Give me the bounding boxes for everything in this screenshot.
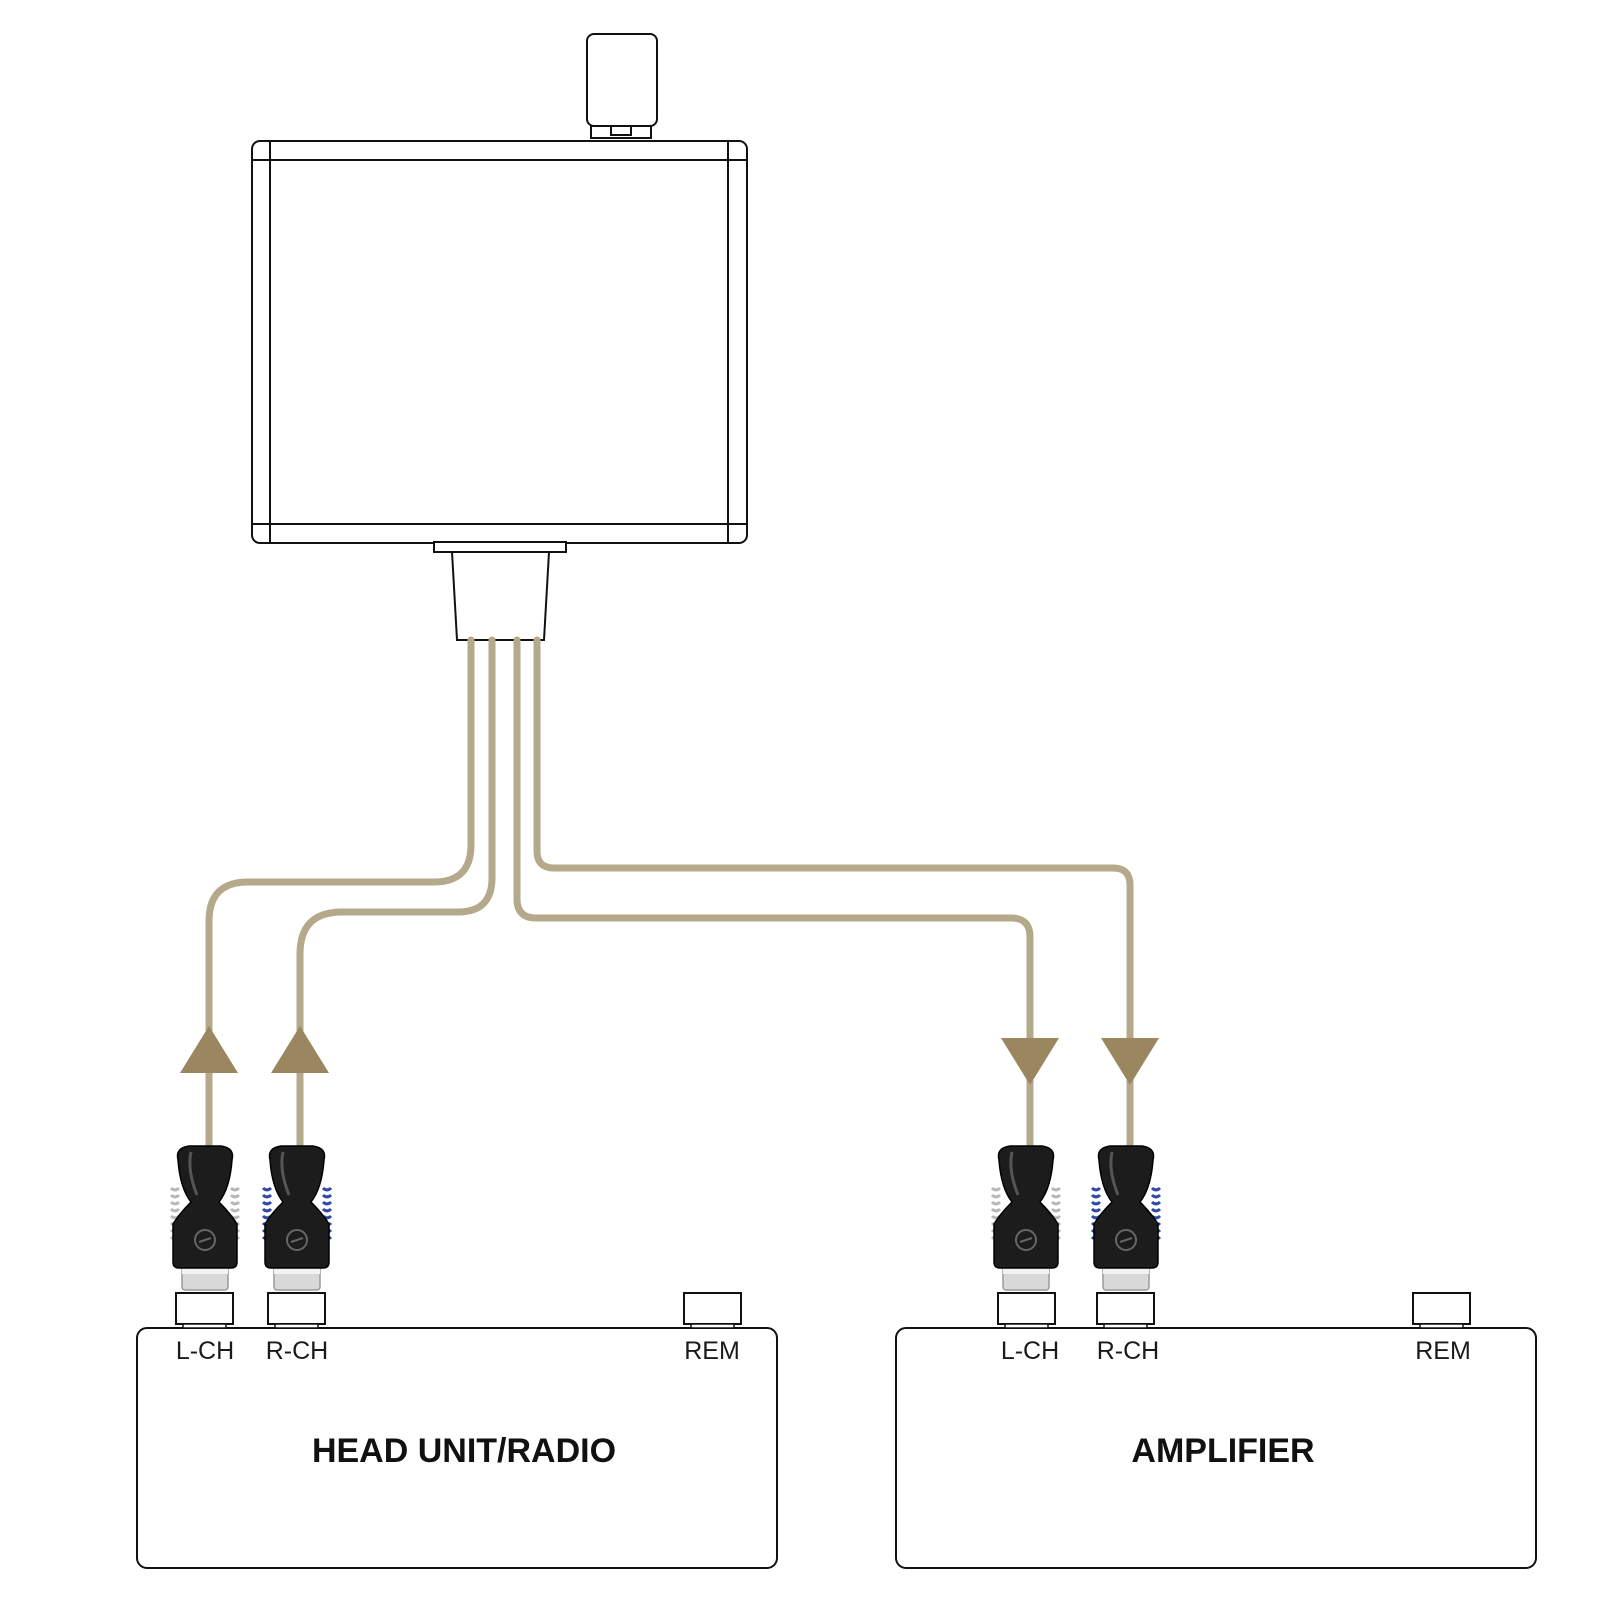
device-box (251, 140, 748, 544)
cable-amplifier-right (533, 636, 1134, 1152)
plug-grip-highlight (280, 1151, 291, 1196)
head-unit-title: HEAD UNIT/RADIO (312, 1432, 616, 1470)
head-unit-label-right: R-CH (266, 1337, 329, 1365)
plug-grip (993, 1145, 1059, 1269)
amplifier-box: L-CH R-CH REM AMPLIFIER (895, 1292, 1537, 1569)
plug-logo-icon (1115, 1229, 1137, 1251)
amplifier-port-left[interactable] (997, 1292, 1056, 1325)
plug-tip-highlight (1103, 1268, 1149, 1274)
amplifier-label-remote: REM (1415, 1337, 1471, 1365)
head-unit-port-remote[interactable] (683, 1292, 742, 1325)
plug-grip-highlight (1109, 1151, 1120, 1196)
plug-logo-mark (290, 1237, 304, 1243)
plug-grip (264, 1145, 330, 1269)
plug-grip (1093, 1145, 1159, 1269)
plug-logo-icon (1015, 1229, 1037, 1251)
head-unit-label-left: L-CH (176, 1337, 234, 1365)
plug-grip-highlight (1009, 1151, 1020, 1196)
rca-plug-head-unit-left[interactable] (169, 1145, 241, 1291)
amplifier-label-right: R-CH (1097, 1337, 1160, 1365)
amplifier-title: AMPLIFIER (1131, 1432, 1314, 1470)
plug-logo-icon (194, 1229, 216, 1251)
plug-tip-highlight (274, 1268, 320, 1274)
amplifier-port-right[interactable] (1096, 1292, 1155, 1325)
plug-tip-highlight (1003, 1268, 1049, 1274)
device-knob[interactable] (586, 33, 658, 139)
rca-plug-head-unit-right[interactable] (261, 1145, 333, 1291)
rca-plug-amplifier-right[interactable] (1090, 1145, 1162, 1291)
arrow-up-head-unit-right (271, 1026, 329, 1073)
arrow-down-amplifier-left (1001, 1038, 1059, 1085)
plug-tip-highlight (182, 1268, 228, 1274)
cable-amplifier-left (513, 636, 1034, 1152)
cable-head-unit-right (296, 636, 496, 1152)
amplifier-label-left: L-CH (1001, 1337, 1059, 1365)
head-unit-box: L-CH R-CH REM HEAD UNIT/RADIO (136, 1292, 778, 1569)
amplifier-port-remote[interactable] (1412, 1292, 1471, 1325)
plug-grip-highlight (188, 1151, 199, 1196)
rca-plug-amplifier-left[interactable] (990, 1145, 1062, 1291)
head-unit-port-right[interactable] (267, 1292, 326, 1325)
cable-head-unit-left (205, 636, 475, 1152)
plug-logo-mark (1119, 1237, 1133, 1243)
plug-logo-mark (198, 1237, 212, 1243)
plug-logo-icon (286, 1229, 308, 1251)
arrow-down-amplifier-right (1101, 1038, 1159, 1085)
head-unit-port-left[interactable] (175, 1292, 234, 1325)
plug-grip (172, 1145, 238, 1269)
head-unit-label-remote: REM (684, 1337, 740, 1365)
cable-strain-relief (433, 541, 567, 641)
plug-logo-mark (1019, 1237, 1033, 1243)
arrow-up-head-unit-left (180, 1026, 238, 1073)
